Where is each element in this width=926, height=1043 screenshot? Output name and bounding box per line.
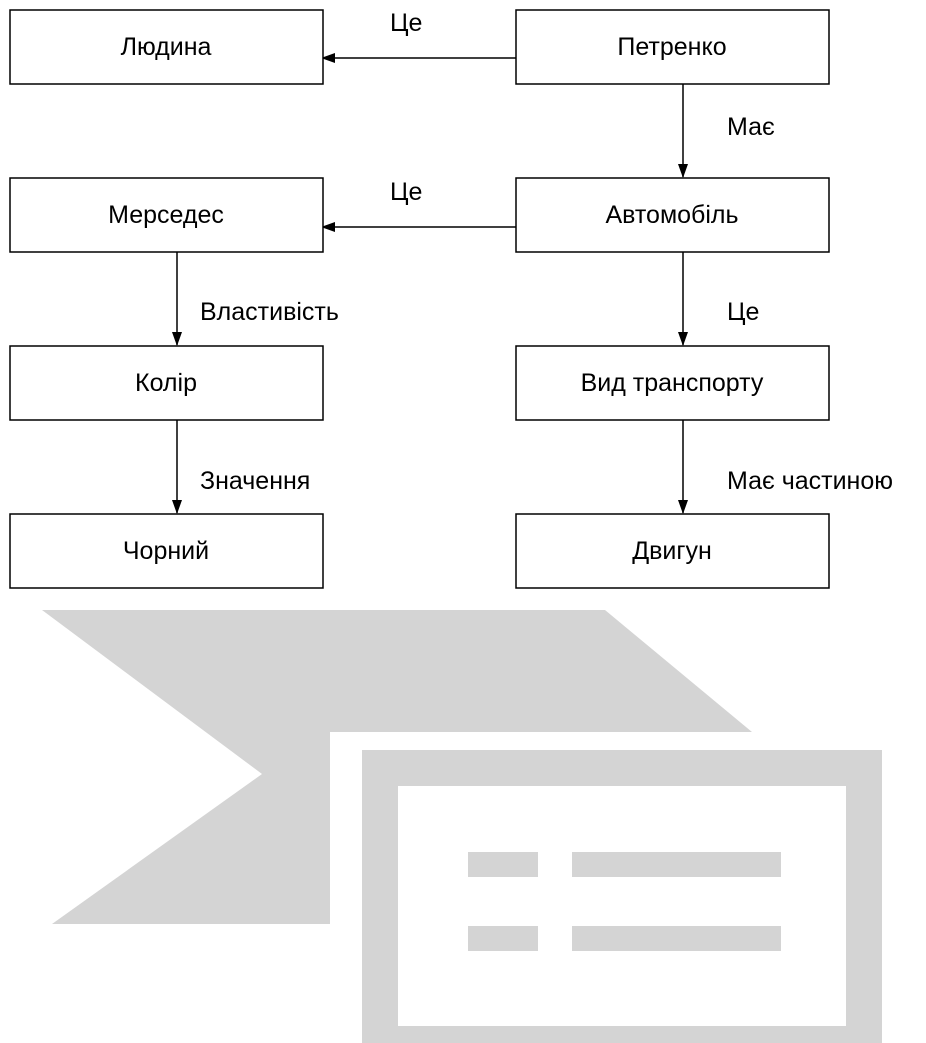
- node-lyudyna: Людина: [9, 9, 324, 85]
- node-kolir: Колір: [9, 345, 324, 421]
- edge-label-tse: Це: [390, 9, 422, 37]
- node-dvyhun: Двигун: [515, 513, 830, 589]
- edge-label-maye: Має: [727, 113, 775, 141]
- edge-avtomobil-mersedes: Це: [321, 178, 516, 232]
- edge-petrenko-avtomobil: Має: [678, 84, 775, 178]
- edge-vyd-transportu-dvyhun: Має частиною: [678, 420, 893, 514]
- node-vyd-transportu: Вид транспорту: [515, 345, 830, 421]
- document-watermark-icon: [42, 610, 882, 1043]
- node-label: Вид транспорту: [581, 369, 764, 397]
- node-label: Автомобіль: [605, 201, 738, 229]
- edge-label-tse: Це: [727, 298, 759, 326]
- node-label: Чорний: [123, 537, 209, 565]
- node-petrenko: Петренко: [515, 9, 830, 85]
- node-mersedes: Мерседес: [9, 177, 324, 253]
- node-label: Петренко: [617, 33, 726, 61]
- node-label: Мерседес: [108, 201, 224, 229]
- node-avtomobil: Автомобіль: [515, 177, 830, 253]
- edge-petrenko-lyudyna: Це: [321, 9, 516, 63]
- edge-kolir-chornyi: Значення: [172, 420, 310, 514]
- node-label: Двигун: [632, 537, 712, 565]
- edge-avtomobil-vyd-transportu: Це: [678, 252, 759, 346]
- edge-label-vlastyvist: Властивість: [200, 298, 339, 326]
- edge-mersedes-kolir: Властивість: [172, 252, 339, 346]
- node-chornyi: Чорний: [9, 513, 324, 589]
- edge-label-maye-chastynoyu: Має частиною: [727, 467, 893, 495]
- edge-label-tse: Це: [390, 178, 422, 206]
- node-label: Колір: [135, 369, 197, 397]
- node-label: Людина: [121, 33, 212, 61]
- edge-label-znachennya: Значення: [200, 467, 310, 495]
